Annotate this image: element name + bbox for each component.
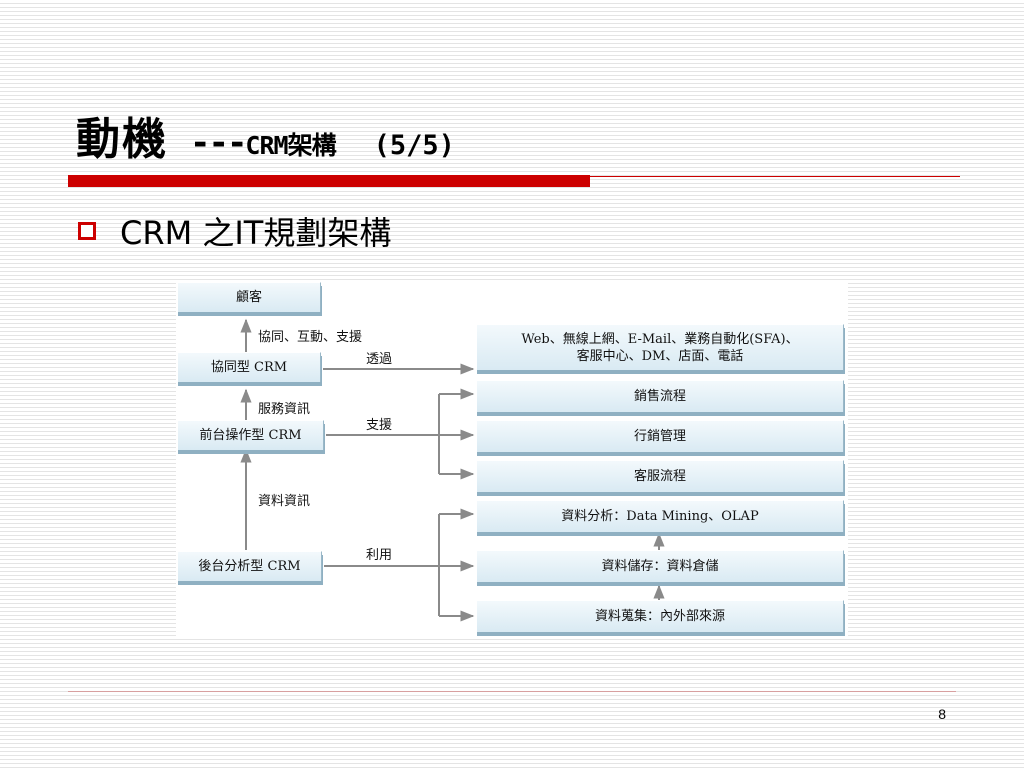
bullet-item: CRM 之IT規劃架構 <box>78 205 391 257</box>
node-channels: Web、無線上網、E-Mail、業務自動化(SFA)、 客服中心、DM、店面、電… <box>476 324 844 370</box>
node-front-office-crm-label: 前台操作型 CRM <box>199 428 302 443</box>
title-underline-rule <box>590 176 960 177</box>
node-front-office-crm: 前台操作型 CRM <box>177 420 324 450</box>
slide-title: 動機 ---CRM架構 (5/5) <box>76 112 455 174</box>
diagram-connectors <box>240 318 665 622</box>
label-data-info: 資料資訊 <box>258 494 311 509</box>
node-back-office-crm: 後台分析型 CRM <box>177 551 322 581</box>
node-channels-line2: 客服中心、DM、店面、電話 <box>576 348 744 364</box>
square-bullet-icon <box>78 222 96 240</box>
title-sub: CRM架構 <box>245 131 336 160</box>
page-number: 8 <box>938 706 946 722</box>
node-data-storage: 資料儲存：資料倉儲 <box>476 550 844 582</box>
node-collaborative-crm-label: 協同型 CRM <box>210 360 288 375</box>
title-separator: --- <box>190 123 247 163</box>
label-use: 利用 <box>366 548 393 563</box>
title-underline-bar <box>68 175 590 187</box>
node-sales-flow: 銷售流程 <box>476 380 844 412</box>
node-data-collection-label: 資料蒐集：內外部來源 <box>594 609 725 624</box>
node-channels-line1: Web、無線上網、E-Mail、業務自動化(SFA)、 <box>521 331 799 347</box>
node-sales-flow-label: 銷售流程 <box>633 389 686 404</box>
node-data-collection: 資料蒐集：內外部來源 <box>476 600 844 632</box>
node-collaborative-crm: 協同型 CRM <box>177 352 321 382</box>
footer-rule <box>68 691 956 692</box>
bullet-text: CRM 之IT規劃架構 <box>120 214 392 252</box>
node-data-analysis-label: 資料分析：Data Mining、OLAP <box>561 509 759 524</box>
title-main: 動機 <box>76 114 168 165</box>
node-customer-label: 顧客 <box>235 290 262 305</box>
node-customer: 顧客 <box>177 282 321 312</box>
node-data-storage-label: 資料儲存：資料倉儲 <box>601 559 719 574</box>
crm-architecture-diagram: 顧客 協同型 CRM 前台操作型 CRM 後台分析型 CRM Web、無線上網、… <box>176 282 848 638</box>
node-data-analysis: 資料分析：Data Mining、OLAP <box>476 500 844 532</box>
label-service-info: 服務資訊 <box>258 402 311 417</box>
node-back-office-crm-label: 後台分析型 CRM <box>198 559 301 574</box>
node-service-flow: 客服流程 <box>476 460 844 492</box>
node-service-flow-label: 客服流程 <box>633 469 686 484</box>
label-via: 透過 <box>366 352 393 367</box>
label-support: 支援 <box>366 418 393 433</box>
label-collab-interact-support: 協同、互動、支援 <box>258 330 363 345</box>
title-page-count: (5/5) <box>373 130 455 161</box>
node-marketing-management-label: 行銷管理 <box>633 429 686 444</box>
node-marketing-management: 行銷管理 <box>476 420 844 452</box>
